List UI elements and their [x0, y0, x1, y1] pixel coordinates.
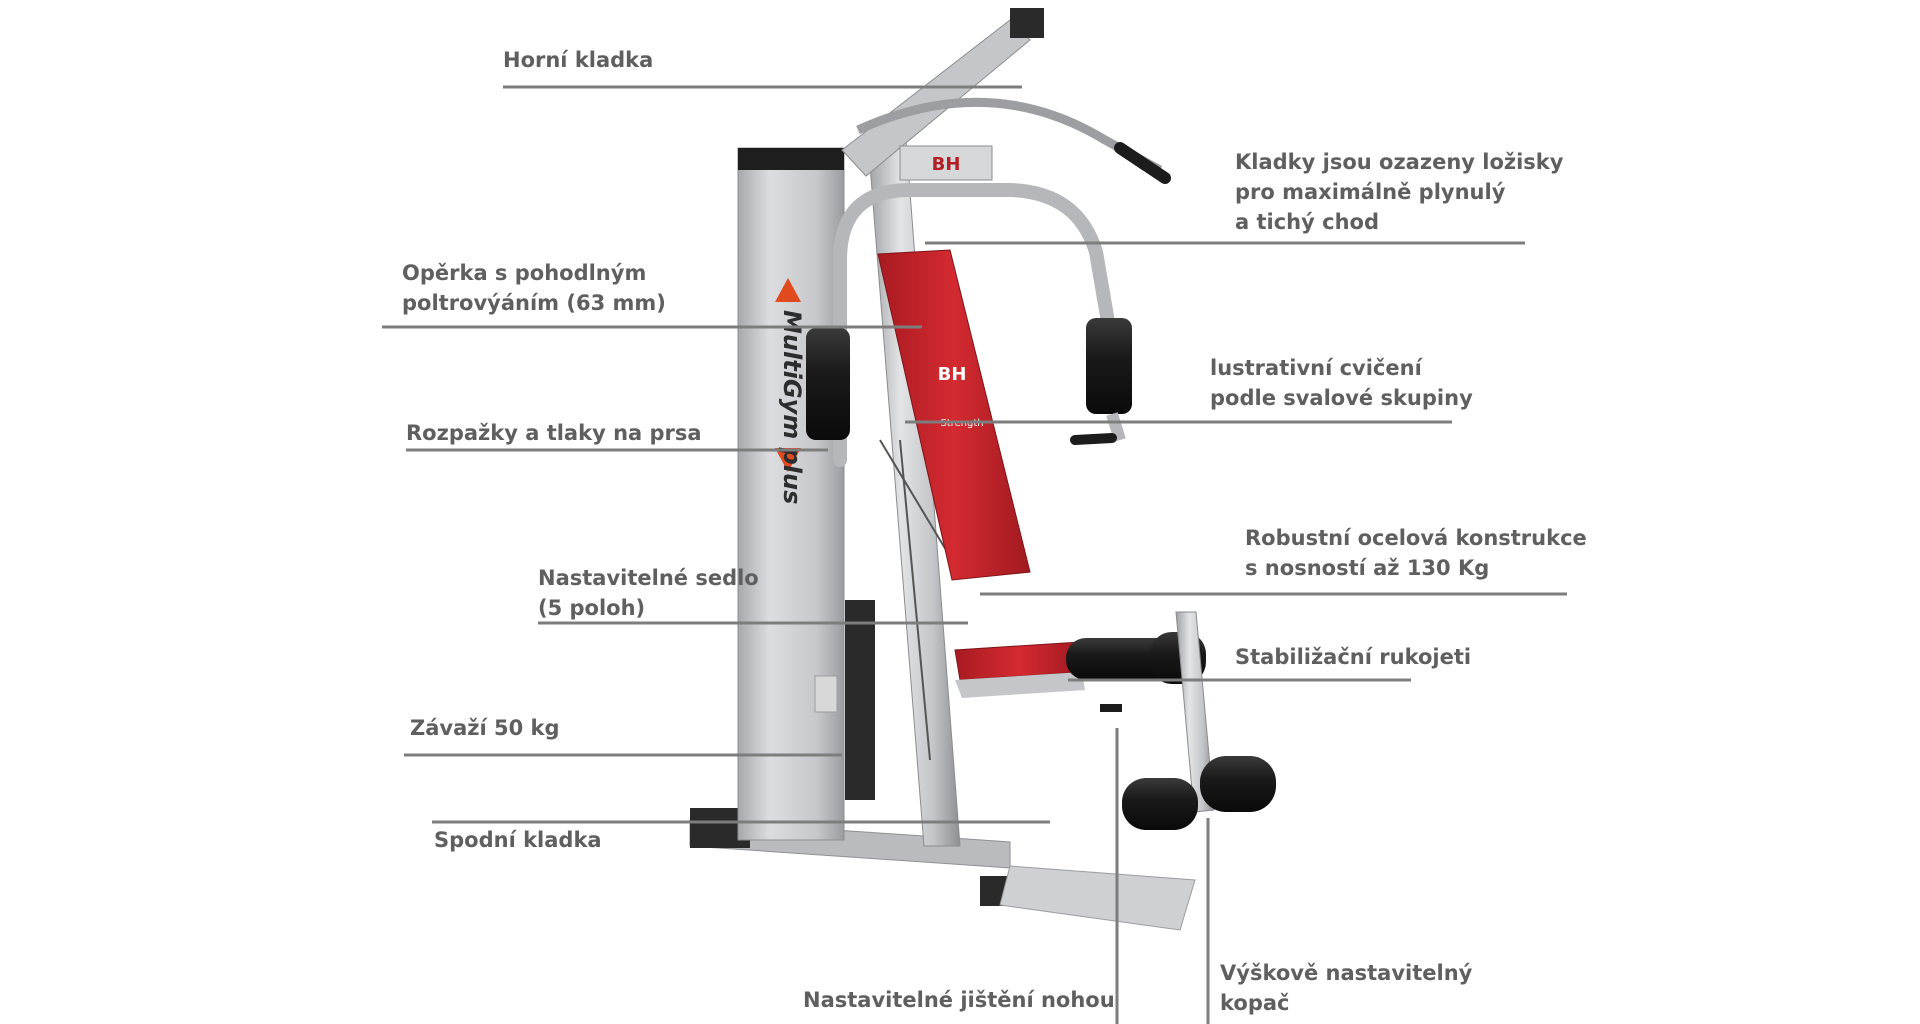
callout-line: Nastavitelné jištění nohou — [803, 988, 1115, 1012]
callout-adjustable-seat: Nastavitelné sedlo (5 poloh) — [538, 563, 759, 623]
callout-weight-stack: Závaží 50 kg — [410, 713, 560, 743]
callout-line: Stabiližační rukojeti — [1235, 645, 1472, 669]
brand-logo: BH — [932, 154, 961, 175]
callout-line: Horní kladka — [503, 48, 654, 72]
weight-stack-tower: MultiGym plus — [737, 147, 875, 841]
callout-line: Robustní ocelová konstrukce — [1245, 526, 1587, 550]
callout-bearing-pulleys: Kladky jsou ozazeny ložisky pro maximáln… — [1235, 147, 1563, 237]
pad-logo: BH — [938, 364, 967, 385]
callout-line: Výškově nastavitelný — [1220, 961, 1473, 985]
callout-line: Nastavitelné sedlo — [538, 566, 759, 590]
callout-line: podle svalové skupiny — [1210, 386, 1473, 410]
callout-line: (5 poloh) — [538, 596, 646, 620]
main-frame: BH — [841, 8, 1171, 847]
callout-stabilization-handles: Stabiližační rukojeti — [1235, 642, 1471, 672]
callout-chest-press: Rozpažky a tlaky na prsa — [406, 418, 702, 448]
callout-illustrative-exercises: lustrativní cvičení podle svalové skupin… — [1210, 353, 1473, 413]
callout-line: kopač — [1220, 991, 1290, 1015]
callout-line: poltrovýáním (63 mm) — [402, 291, 666, 315]
press-arms — [806, 183, 1132, 467]
callout-line: lustrativní cvičení — [1210, 356, 1422, 380]
callout-line: Spodní kladka — [434, 828, 602, 852]
callout-lower-pulley: Spodní kladka — [434, 825, 602, 855]
callout-line: pro maximálně plynulý — [1235, 180, 1506, 204]
callout-leader-lines — [382, 85, 1567, 1024]
callout-line: a tichý chod — [1235, 210, 1379, 234]
callout-backrest: Opěrka s pohodlným poltrovýáním (63 mm) — [402, 258, 666, 318]
callout-line: Kladky jsou ozazeny ložisky — [1235, 150, 1564, 174]
callout-leg-extension: Výškově nastavitelný kopač — [1220, 958, 1472, 1018]
product-logo: MultiGym plus — [778, 310, 806, 504]
seat — [954, 641, 1122, 712]
callout-line: Závaží 50 kg — [410, 716, 560, 740]
callout-upper-pulley: Horní kladka — [503, 45, 653, 75]
leg-extension — [1066, 611, 1276, 830]
callout-line: s nosností až 130 Kg — [1245, 556, 1490, 580]
callout-line: Opěrka s pohodlným — [402, 261, 647, 285]
callout-line: Rozpažky a tlaky na prsa — [406, 421, 702, 445]
callout-leg-holder: Nastavitelné jištění nohou — [803, 985, 1115, 1015]
callout-steel-frame: Robustní ocelová konstrukce s nosností a… — [1245, 523, 1587, 583]
